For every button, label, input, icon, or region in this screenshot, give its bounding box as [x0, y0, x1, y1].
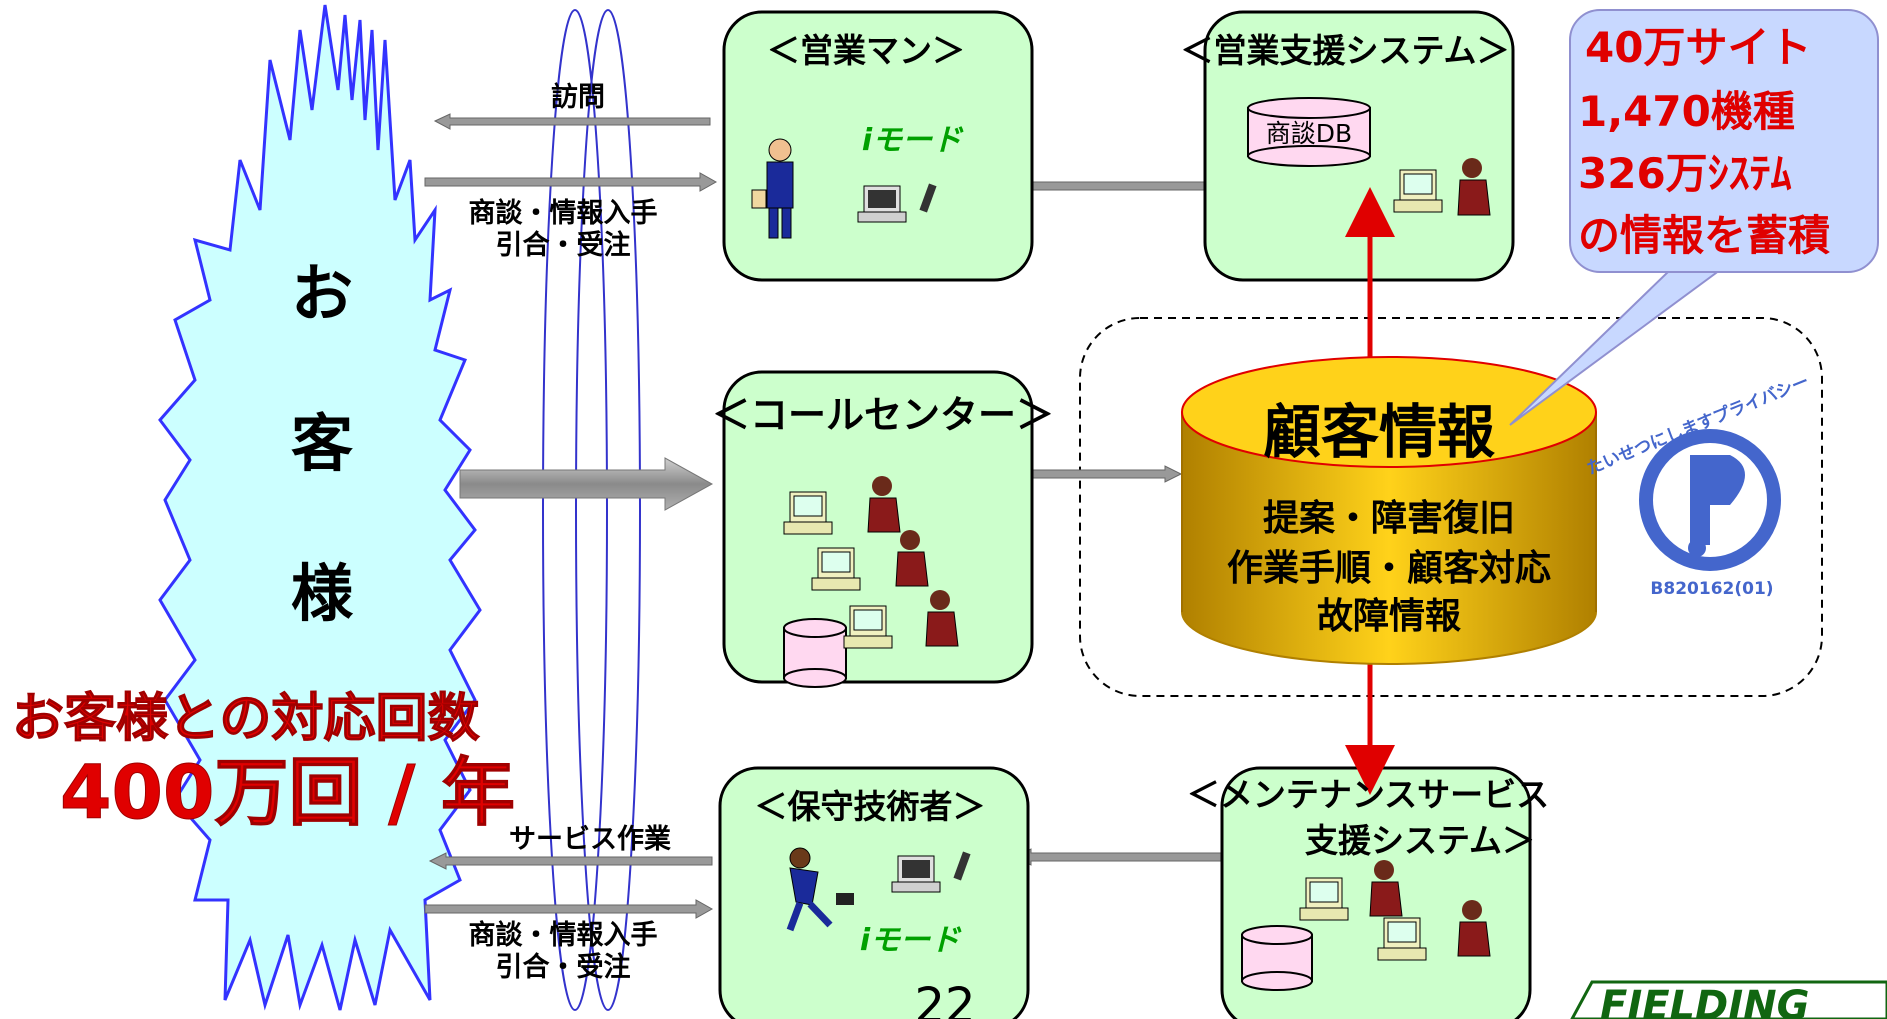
fielding-logo: FIELDING — [1570, 980, 1887, 1019]
logo-text: FIELDING — [1600, 983, 1809, 1019]
operator-icon — [1393, 158, 1491, 216]
callout-line-1: 40万サイト — [1585, 23, 1811, 72]
arrow-label-business-bottom-2: 引合・受注 — [496, 951, 631, 983]
customer-starburst — [158, 4, 482, 1011]
core-db-line-3: 故障情報 — [1317, 596, 1461, 637]
operator-icon-cc-2 — [811, 530, 929, 591]
channel-ellipse-2 — [575, 9, 641, 1011]
technician-figure — [786, 847, 854, 932]
page-number: 22 — [914, 978, 975, 1019]
arrow-label-visit: 訪問 — [551, 81, 605, 113]
operator-icon-ms-2 — [1377, 900, 1491, 961]
count-value: 400万回 / 年 — [60, 750, 515, 836]
operator-icon-ms-1 — [1299, 860, 1403, 921]
callout-bubble — [1569, 9, 1879, 273]
arrow-label-service: サービス作業 — [509, 824, 671, 855]
sales-imode: iモード — [862, 123, 964, 158]
sales-db-label: 商談DB — [1266, 119, 1352, 148]
sales-box — [722, 10, 1034, 282]
privacy-mark — [1639, 429, 1781, 571]
maintainer-title: ＜保守技術者＞ — [755, 787, 986, 826]
callout-line-4: の情報を蓄積 — [1578, 211, 1830, 260]
privacy-mark-code: B820162(01) — [1650, 579, 1773, 599]
operator-icon-cc-1 — [783, 476, 901, 535]
maintainer-imode: iモード — [860, 923, 962, 958]
operator-icon-cc-3 — [843, 590, 959, 649]
laptop-icon — [857, 185, 907, 223]
arrow-business-bottom — [424, 899, 714, 919]
customer-char-2: 客 — [291, 407, 353, 480]
laptop-icon-2 — [891, 855, 941, 893]
arrow-service — [428, 852, 713, 870]
callout-line-2: 1,470機種 — [1578, 87, 1795, 136]
core-db-line-1: 提案・障害復旧 — [1263, 498, 1515, 539]
arrow-label-business-top-1: 商談・情報入手 — [469, 197, 658, 229]
maintenance-system-title-2: 支援システム＞ — [1305, 821, 1535, 860]
channel-ellipse-1 — [542, 9, 608, 1011]
callout-tail — [1509, 269, 1724, 426]
callcenter-title: ＜コールセンター＞ — [712, 393, 1054, 437]
sales-title: ＜営業マン＞ — [767, 31, 965, 70]
core-db-line-2: 作業手順・顧客対応 — [1227, 548, 1551, 589]
core-db-title: 顧客情報 — [1263, 398, 1495, 466]
customer-char-1: お — [291, 257, 353, 330]
maintenance-system-title-1: ＜メンテナンスサービス — [1187, 775, 1549, 814]
callout-line-3: 326万ｼｽﾃﾑ — [1578, 149, 1792, 198]
phone-icon-2 — [953, 851, 971, 881]
phone-icon — [919, 183, 937, 213]
customer-char-3: 様 — [291, 557, 354, 630]
link-callcenter-db — [1013, 465, 1183, 483]
link-maintainer-system — [1013, 848, 1243, 866]
db-cylinder-top — [1181, 356, 1597, 468]
db-region-outline — [1079, 317, 1823, 697]
arrow-label-business-bottom-1: 商談・情報入手 — [469, 919, 658, 951]
arrow-label-business-top-2: 引合・受注 — [496, 229, 631, 261]
salesman-figure — [751, 138, 794, 239]
maintainer-box — [718, 766, 1030, 1019]
sales-system-title: ＜営業支援システム＞ — [1180, 31, 1509, 70]
arrow-business-top — [424, 172, 718, 192]
count-label: お客様との対応回数 — [12, 689, 479, 749]
arrow-visit — [433, 113, 711, 130]
arrow-callcenter — [459, 457, 714, 511]
